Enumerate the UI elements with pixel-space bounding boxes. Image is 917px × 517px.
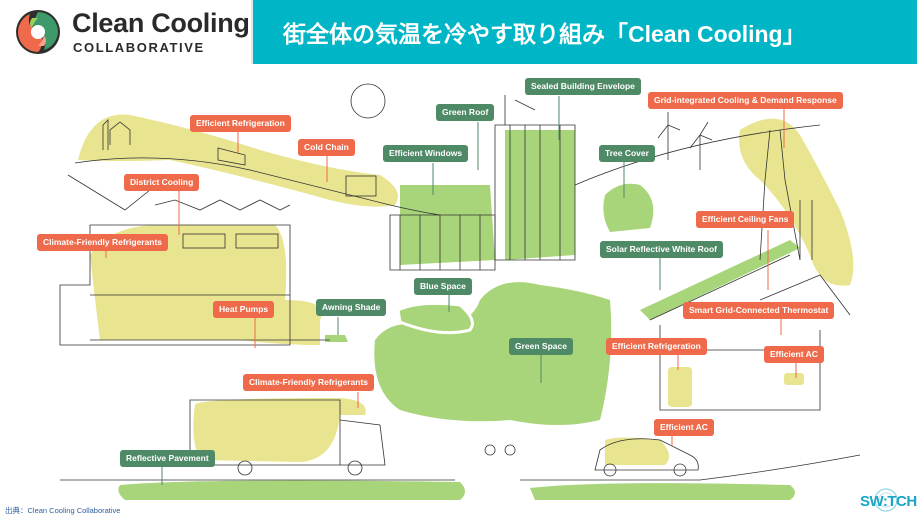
wind-turbine-1	[657, 112, 681, 160]
hill-line	[74, 157, 441, 216]
car	[594, 438, 699, 471]
label-green-roof: Green Roof	[436, 104, 495, 121]
source-citation: 出典：Clean Cooling Collaborative	[5, 506, 121, 515]
cold-chain-shop	[345, 175, 377, 197]
tower	[494, 95, 576, 261]
truck-wheel-1	[237, 460, 253, 476]
wind-turbine-2	[689, 121, 713, 170]
factory-window-2	[235, 233, 279, 249]
farm-hill-zone	[78, 114, 398, 207]
green-space-zone	[374, 282, 612, 425]
label-efficient-ceiling-fans: Efficient Ceiling Fans	[696, 211, 795, 228]
bicycle	[484, 444, 516, 456]
label-climate-friendly-refrigerants-building: Climate-Friendly Refrigerants	[37, 234, 169, 251]
title-bar: 街全体の気温を冷やす取り組み「Clean Cooling」	[251, 0, 917, 64]
house	[649, 254, 851, 411]
factory-window-1	[182, 233, 226, 249]
efficient-windows-zone	[400, 185, 495, 265]
label-green-space: Green Space	[509, 338, 573, 355]
fridge-zone	[668, 367, 692, 407]
label-efficient-windows: Efficient Windows	[383, 145, 469, 162]
label-reflective-pavement: Reflective Pavement	[120, 450, 215, 467]
truck	[189, 399, 386, 466]
glass-building	[389, 214, 496, 271]
switch-brand-text: SW:TCH	[860, 493, 917, 510]
city-illustration	[59, 83, 861, 500]
label-tree-cover: Tree Cover	[599, 145, 655, 162]
label-district-cooling: District Cooling	[124, 174, 200, 191]
car-wheel-2	[673, 463, 687, 477]
sun	[350, 83, 386, 119]
clean-cooling-logo: Clean Cooling COLLABORATIVE	[10, 4, 250, 60]
cold-chain-truck	[217, 147, 246, 166]
tree-cover-zone	[603, 183, 654, 232]
car-ac-zone	[605, 437, 669, 465]
label-grid-integrated-cooling: Grid-integrated Cooling & Demand Respons…	[648, 92, 843, 109]
truck-refrigerant-zone	[193, 398, 366, 462]
label-climate-friendly-refrigerants-truck: Climate-Friendly Refrigerants	[243, 374, 375, 391]
grid-zone	[739, 118, 854, 286]
blue-space-zone	[396, 301, 474, 335]
switch-signal-icon	[874, 488, 898, 512]
switch-logo: SW:TCH	[858, 486, 917, 514]
awning-zone	[325, 335, 348, 342]
label-sealed-building-envelope: Sealed Building Envelope	[525, 78, 641, 95]
label-blue-space: Blue Space	[414, 278, 472, 295]
house-ac-zone	[784, 373, 804, 385]
logo-name: Clean Cooling	[72, 8, 250, 38]
label-cold-chain: Cold Chain	[298, 139, 355, 156]
label-efficient-refrigeration-farm: Efficient Refrigeration	[190, 115, 291, 132]
farm-barn	[102, 119, 131, 150]
label-efficient-refrigeration-house: Efficient Refrigeration	[606, 338, 707, 355]
power-line	[574, 124, 821, 186]
label-smart-grid-thermostat: Smart Grid-Connected Thermostat	[683, 302, 835, 319]
car-wheel-1	[603, 463, 617, 477]
label-efficient-ac-car: Efficient AC	[654, 419, 714, 436]
label-heat-pumps: Heat Pumps	[213, 301, 275, 318]
label-awning-shade: Awning Shade	[316, 299, 387, 316]
clean-cooling-logo-icon	[16, 10, 60, 54]
pavement-zone-right	[530, 483, 795, 500]
logo-subtitle: COLLABORATIVE	[73, 40, 205, 55]
truck-wheel-2	[347, 460, 363, 476]
label-efficient-ac-house: Efficient AC	[764, 346, 824, 363]
page-title: 街全体の気温を冷やす取り組み「Clean Cooling」	[283, 21, 806, 47]
label-solar-reflective-white-roof: Solar Reflective White Roof	[600, 241, 723, 258]
road-line	[60, 454, 861, 481]
factory-building	[59, 224, 330, 346]
reflective-pavement-zone	[118, 480, 465, 500]
